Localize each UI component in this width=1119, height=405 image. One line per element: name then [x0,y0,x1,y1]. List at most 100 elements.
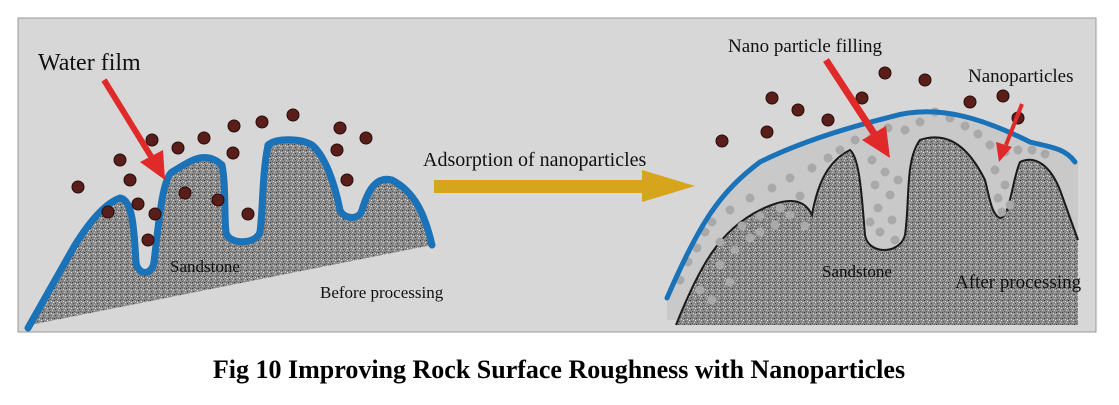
filled-particle [785,173,795,183]
filled-particle [715,260,725,270]
nanoparticle [330,143,344,157]
filled-particle [707,217,717,227]
nanoparticle [197,131,211,145]
nanoparticles-right [715,66,1025,148]
nanoparticle [765,91,779,105]
nano-filling-arrowhead [862,126,890,158]
filled-particle [875,227,885,237]
nanoparticles-label: Nanoparticles [968,66,1074,87]
nanoparticle [878,66,892,80]
filled-particle [1005,200,1015,210]
filled-particle [800,221,810,231]
filled-particle [767,183,777,193]
nano-particle-filling-label: Nano particle filling [728,36,883,57]
filled-particle [993,193,1003,203]
sandstone-rock-right [676,137,1078,325]
filled-particle [973,129,983,139]
nanoparticle [131,197,145,211]
after-processing-label: After processing [955,272,1082,293]
filled-particle [795,191,805,201]
filled-particle [785,210,795,220]
filled-particle [873,203,883,213]
process-arrow-shaft [434,180,646,193]
filled-particle [725,277,735,287]
filled-particle [730,245,740,255]
water-film-label: Water film [38,50,141,76]
filled-particle [715,237,725,247]
filled-particle [755,211,765,221]
filled-particle [692,243,702,253]
process-arrowhead [642,170,695,202]
filled-particle [893,175,903,185]
nanoparticle [211,193,225,207]
filled-particle [997,207,1007,217]
nanoparticle [340,173,354,187]
nano-filling-arrow [823,58,878,137]
filled-particle [880,167,890,177]
nanoparticles-left [71,108,373,247]
filled-particle [960,121,970,131]
nanoparticle [171,141,185,155]
figure-caption: Fig 10 Improving Rock Surface Roughness … [213,355,905,384]
nanoparticle [963,95,977,109]
filled-particle [887,215,897,225]
nanoparticle [359,131,373,145]
nanoparticle [918,73,932,87]
filled-particle [1013,145,1023,155]
nanoparticle [791,103,805,117]
adsorption-label: Adsorption of nanoparticles [423,149,646,171]
filled-particle [725,205,735,215]
nanoparticle [333,121,347,135]
nanoparticle [145,133,159,147]
nanoparticle [821,113,835,127]
filled-particle [865,217,875,227]
nanoparticle [227,119,241,133]
filled-particle [1040,149,1050,159]
filled-particle [890,235,900,245]
nanoparticle [141,233,155,247]
process-arrow-group: Adsorption of nanoparticles [423,149,695,202]
nanoparticle [715,134,729,148]
nanoparticle [241,207,255,221]
sandstone-label-right: Sandstone [822,262,892,281]
filled-particle [755,227,765,237]
nanoparticle [148,207,162,221]
water-film-arrowhead [140,150,165,180]
filled-particle [1000,180,1010,190]
filled-particle [707,295,717,305]
nanoparticle [71,180,85,194]
nanoparticle [226,146,240,160]
filled-particle [823,153,833,163]
filled-particle [745,233,755,243]
nanoparticle [178,186,192,200]
sandstone-label-left: Sandstone [170,257,240,276]
filled-particle [1027,145,1037,155]
nanoparticle [113,153,127,167]
nanoparticles-arrow [1004,103,1024,146]
nanoparticle [996,89,1010,103]
after-processing-section: Nano particle filling Nanoparticles Sand… [664,36,1082,326]
before-processing-section: Water film Sandstone Before processing [24,50,444,332]
nanoparticle [255,115,269,129]
filled-particle [915,117,925,127]
filled-particle [835,145,845,155]
filled-particle [775,203,785,213]
filled-particle [867,155,877,165]
filled-particle [985,140,995,150]
before-processing-label: Before processing [320,283,444,302]
filled-particle [695,285,705,295]
filled-particle [990,165,1000,175]
filled-particle [870,180,880,190]
filled-particle [745,193,755,203]
nanoparticles-arrowhead [996,142,1012,162]
filled-particle [885,190,895,200]
nanoparticle [855,91,869,105]
water-film-left [24,136,436,332]
filled-particle [807,163,817,173]
filled-particle [770,220,780,230]
filled-particle [900,125,910,135]
water-film-arrow [101,78,155,160]
nanoparticle [123,173,137,187]
nanoparticle [760,125,774,139]
